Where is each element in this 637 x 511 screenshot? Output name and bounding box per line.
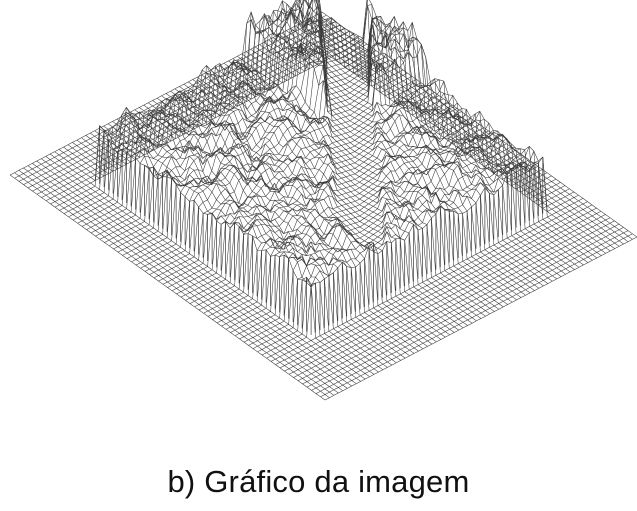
mesh-line-v: [237, 0, 553, 282]
mesh-line-v: [250, 0, 566, 275]
mesh-line-v: [295, 25, 611, 252]
mesh-line-v: [308, 18, 624, 245]
mesh-line-v: [197, 56, 513, 303]
mesh-line-v: [321, 11, 637, 238]
mesh-line-v: [281, 5, 598, 259]
mesh-line-v: [67, 123, 384, 370]
mesh-line-v: [214, 15, 531, 294]
mesh-line-v: [9, 174, 326, 401]
mesh-line-v: [81, 107, 397, 363]
mesh-line-v: [32, 163, 348, 389]
mesh-line-v: [130, 96, 446, 338]
mesh-line-v: [246, 0, 562, 277]
mesh-line-v: [161, 65, 477, 322]
surface-plot-3d: [9, 0, 637, 401]
mesh-line-v: [94, 111, 410, 357]
mesh-line-u: [72, 5, 386, 221]
mesh-line-v: [241, 3, 557, 280]
mesh-line-v: [272, 0, 589, 263]
mesh-line-v: [54, 125, 370, 377]
surface-mesh: [9, 0, 637, 401]
mesh-line-v: [90, 113, 406, 359]
mesh-line-v: [49, 153, 366, 380]
mesh-line-v: [299, 23, 615, 249]
mesh-line-v: [223, 11, 540, 289]
mesh-line-u: [126, 21, 440, 259]
mesh-line-v: [210, 24, 526, 296]
figure-caption: b) Gráfico da imagem: [167, 464, 470, 499]
mesh-line-v: [125, 90, 442, 340]
mesh-line-v: [259, 0, 575, 270]
mesh-line-v: [45, 156, 361, 382]
mesh-line-v: [205, 11, 522, 298]
mesh-line-v: [183, 61, 499, 310]
mesh-line-v: [18, 170, 335, 396]
mesh-line-v: [170, 65, 486, 317]
mesh-line-v: [254, 0, 571, 273]
mesh-line-v: [317, 14, 633, 240]
mesh-line-v: [41, 158, 357, 384]
mesh-line-v: [36, 160, 352, 387]
mesh-line-v: [107, 110, 424, 350]
mesh-line-v: [290, 28, 606, 254]
mesh-line-v: [98, 109, 415, 354]
mesh-line-v: [27, 165, 343, 391]
mesh-line-v: [14, 172, 330, 398]
mesh-line-v: [188, 60, 504, 308]
mesh-line-v: [312, 16, 629, 242]
mesh-line-v: [268, 0, 584, 266]
mesh-line-u: [95, 4, 408, 237]
mesh-line-v: [174, 63, 491, 315]
mesh-line-v: [112, 104, 428, 347]
mesh-line-v: [277, 17, 593, 261]
mesh-line-v: [263, 0, 580, 268]
mesh-line-v: [23, 167, 339, 394]
mesh-line-v: [72, 115, 388, 368]
mesh-line-v: [201, 19, 517, 301]
mesh-line-v: [156, 69, 473, 324]
mesh-line-v: [304, 21, 620, 247]
mesh-line-v: [219, 13, 535, 291]
surface-walls: [99, 125, 544, 335]
mesh-line-v: [116, 97, 433, 345]
